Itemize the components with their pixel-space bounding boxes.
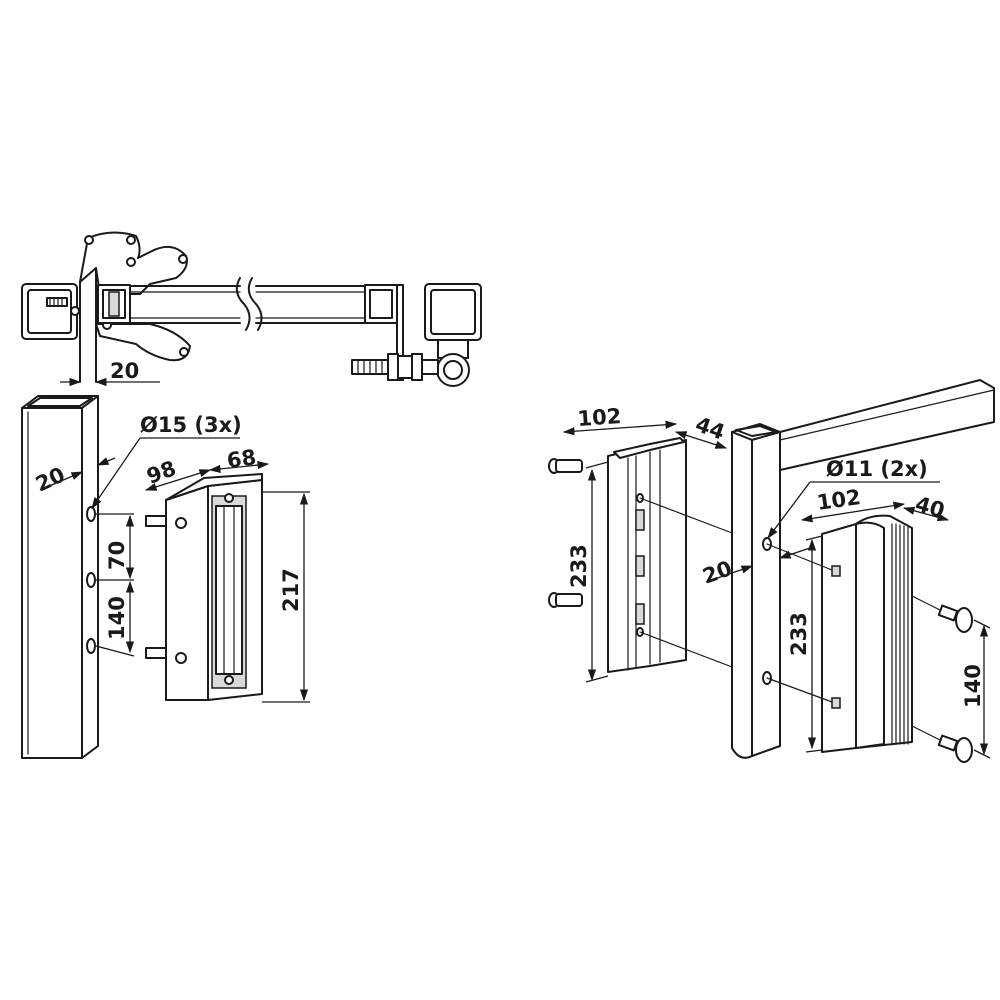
dim-left-hole-diameter-label: Ø15 (3x) <box>140 413 242 437</box>
dim-right-lock-width-label: 102 <box>577 404 622 431</box>
dim-left-depth-label: 68 <box>225 445 257 473</box>
post-hole-2 <box>86 572 96 588</box>
dim-right-lock: 102 44 233 <box>562 404 728 683</box>
dim-right-keep-height-label: 233 <box>787 612 811 656</box>
right-bolts <box>548 458 583 608</box>
dim-left-height: 217 <box>262 491 310 703</box>
top-right-post <box>351 283 482 387</box>
dim-left-hole-diameter: Ø15 (3x) <box>91 413 242 509</box>
left-lock-body <box>145 473 263 701</box>
dim-left-hole-spacing: 70 140 <box>95 513 135 657</box>
top-left-post <box>21 283 80 340</box>
dim-left-hole-spacing-small-label: 70 <box>105 541 129 570</box>
right-keep-profile <box>766 514 913 753</box>
dim-right-keep: 102 40 233 140 <box>787 485 991 759</box>
right-assembly: 102 44 233 20 Ø11 (2x) <box>548 379 995 763</box>
dim-right-screw-spacing-label: 140 <box>961 664 985 708</box>
top-gate-beam <box>97 277 404 381</box>
dim-left-height-label: 217 <box>279 568 303 612</box>
top-hinge-leaves <box>79 231 191 383</box>
dim-right-lock-height-label: 233 <box>567 544 591 588</box>
dim-right-hole-diameter-label: Ø11 (2x) <box>826 457 928 481</box>
dim-top-offset: 20 <box>60 359 160 387</box>
dim-right-lock-depth-label: 44 <box>692 412 728 445</box>
top-plan-view: 20 <box>21 231 482 387</box>
right-screws <box>911 595 973 763</box>
dim-top-offset-label: 20 <box>110 359 139 383</box>
right-post <box>731 379 995 759</box>
post-hole-1 <box>86 506 96 522</box>
right-lock-profile <box>607 437 741 673</box>
left-assembly: 20 Ø15 (3x) 70 140 <box>21 395 310 759</box>
dim-right-post-offset-label: 20 <box>700 556 736 589</box>
post-hole-3 <box>86 638 96 654</box>
dim-right-keep-width-label: 102 <box>815 485 862 515</box>
dim-left-hole-spacing-large-label: 140 <box>105 596 129 640</box>
left-post <box>21 395 99 759</box>
dim-left-width-label: 98 <box>144 456 180 489</box>
